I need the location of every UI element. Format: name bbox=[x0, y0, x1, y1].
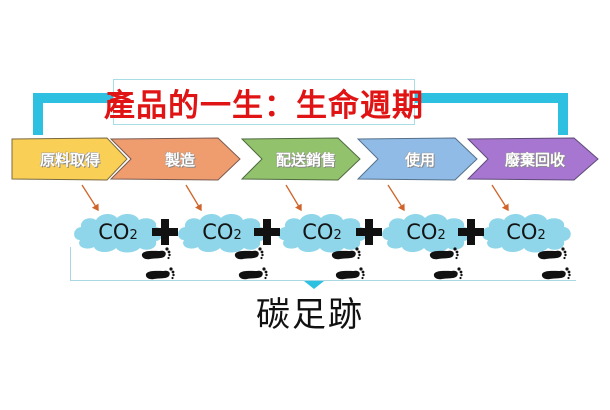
footprint-icon bbox=[331, 247, 365, 280]
pointer-arrow-4 bbox=[491, 184, 509, 212]
plus-icon bbox=[254, 219, 280, 245]
plus-icon bbox=[356, 219, 382, 245]
co2-label: CO bbox=[302, 220, 334, 244]
down-triangle-icon bbox=[304, 281, 324, 289]
footprint-icon bbox=[429, 247, 463, 280]
plus-icon bbox=[458, 219, 484, 245]
stage-chevron-0 bbox=[11, 137, 128, 181]
co2-label: CO bbox=[406, 220, 438, 244]
footprint-icon bbox=[234, 247, 268, 280]
footprint-icon bbox=[141, 247, 175, 280]
stage-chevron-2 bbox=[240, 137, 361, 181]
stage-chevron-1 bbox=[109, 137, 241, 181]
stage-chevron-3 bbox=[356, 137, 478, 181]
stage-label-1: 製造 bbox=[164, 150, 195, 169]
co2-subscript: 2 bbox=[437, 227, 446, 243]
plus-icon bbox=[152, 219, 178, 245]
pointer-arrow-3 bbox=[387, 184, 405, 212]
carbon-footprint-label: 碳足跡 bbox=[256, 294, 364, 335]
pointer-arrow-1 bbox=[185, 184, 202, 212]
title-box: 產品的一生：生命週期 bbox=[104, 79, 423, 125]
co2-subscript: 2 bbox=[233, 227, 242, 243]
stage-chevrons bbox=[11, 137, 599, 181]
co2-subscript: 2 bbox=[333, 227, 342, 243]
page-title: 產品的一生：生命週期 bbox=[104, 87, 424, 124]
co2-label: CO bbox=[202, 220, 234, 244]
stage-label-4: 廢棄回收 bbox=[504, 150, 565, 169]
co2-subscript: 2 bbox=[537, 227, 546, 243]
stage-label-3: 使用 bbox=[404, 150, 435, 169]
co2-subscript: 2 bbox=[129, 227, 138, 243]
stage-label-0: 原料取得 bbox=[39, 150, 100, 169]
summation-line bbox=[70, 247, 576, 281]
stage-flow: 原料取得 製造 配送銷售 使用 廢棄回收 bbox=[0, 136, 610, 182]
stage-label-2: 配送銷售 bbox=[275, 150, 336, 169]
co2-label: CO bbox=[506, 220, 538, 244]
pointer-arrow-2 bbox=[285, 184, 302, 212]
footprint-icon bbox=[537, 247, 571, 280]
co2-label: CO bbox=[98, 220, 130, 244]
pointer-arrow-0 bbox=[81, 184, 99, 212]
stage-chevron-4 bbox=[466, 137, 599, 181]
